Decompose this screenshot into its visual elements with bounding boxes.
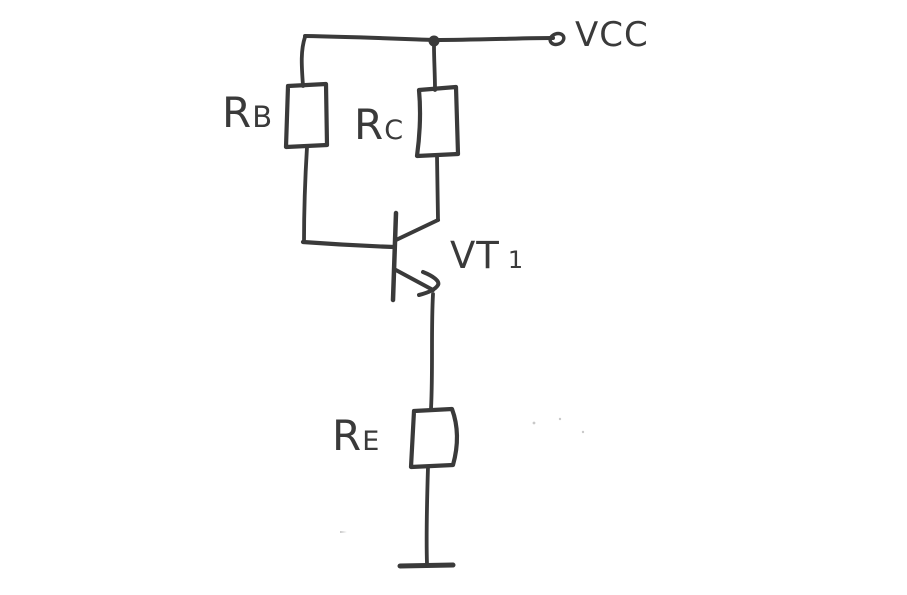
resistor-rc-body: [414, 84, 461, 159]
paper-speck: [532, 421, 536, 425]
vt1-label-subscript: 1: [507, 246, 524, 274]
wire-rail-to-rc: [432, 44, 437, 92]
wire-rail-to-rb: [299, 35, 307, 88]
rb-label-subscript: B: [252, 100, 273, 134]
paper-specks: [340, 417, 585, 533]
resistor-rc-label: RC: [354, 104, 403, 146]
paper-speck: [558, 417, 562, 421]
paper-speck: [340, 531, 347, 533]
resistor-re-body: [408, 406, 460, 470]
transistor-emitter-arrow-icon: [417, 270, 441, 297]
paper-speck: [581, 430, 585, 434]
rb-label-main: R: [222, 88, 253, 137]
wire-base-horizontal: [300, 239, 397, 250]
wire-rb-to-base: [302, 145, 309, 244]
resistor-re-label: RE: [332, 415, 379, 457]
transistor-collector-lead: [394, 218, 440, 242]
transistor-vt1-symbol: [390, 210, 441, 303]
wire-re-to-ground: [424, 465, 430, 566]
ground-symbol: [397, 562, 456, 569]
vcc-terminal-icon: [548, 31, 566, 47]
transistor-emitter-lead: [392, 267, 435, 292]
rc-label-main: R: [354, 100, 385, 149]
power-rail: [303, 31, 566, 47]
vcc-label: VCC: [575, 18, 649, 52]
wire-emitter-to-re: [429, 292, 435, 411]
transistor-base-bar: [390, 210, 399, 303]
re-label-subscript: E: [362, 426, 380, 457]
re-label-main: R: [332, 411, 363, 460]
junction-dot: [428, 35, 440, 47]
vt1-label-main: VT: [450, 234, 500, 277]
resistor-rb-body: [283, 81, 330, 150]
wire-rc-to-collector: [435, 154, 440, 222]
rc-label-subscript: C: [384, 115, 404, 146]
vcc-label-text: VCC: [575, 15, 649, 55]
resistor-rb-label: RB: [222, 92, 272, 134]
